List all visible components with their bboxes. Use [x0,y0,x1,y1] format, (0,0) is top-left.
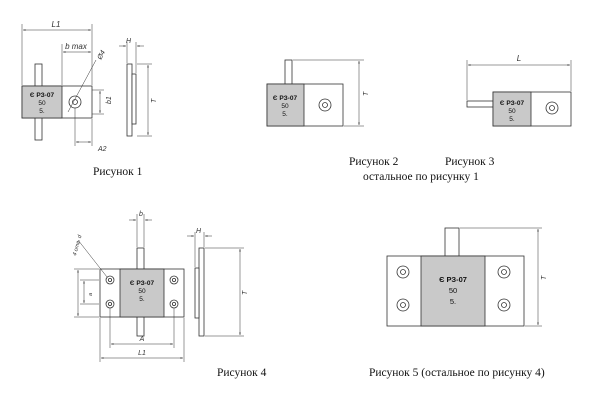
fig2-body [266,83,305,127]
fig4-dim-b: b [139,211,143,218]
fig3-mount-hole [545,101,559,115]
fig3-terminal [466,100,494,108]
fig3-body-label-3: 5. [509,116,515,123]
figure-2-drawing [266,59,364,127]
fig4-body-label-3: 5. [139,296,145,303]
fig3-dim-L: L [517,54,521,63]
fig4-dim-a: a [88,293,94,296]
fig1-body-label-1: Є РЗ-07 [30,92,55,99]
figure-1-caption: Рисунок 1 [93,166,143,178]
fig1-dim-T: T [151,98,158,103]
fig1-side-view [126,63,133,137]
fig4-body-label-1: Є РЗ-07 [130,280,155,287]
fig4-dim-A: A [139,336,145,343]
fig4-dim-H: H [196,228,202,235]
fig5-dim-T: T [541,275,548,280]
figure-3-drawing [466,60,572,127]
fig5-terminal [444,227,460,259]
fig2-mount-hole [318,98,332,112]
fig5-mount-holes [396,265,511,312]
figure-4-drawing [74,214,244,362]
fig1-dim-H: H [126,38,132,45]
fig1-body-label-3: 5. [39,108,45,115]
fig5-body-label-3: 5. [450,297,456,306]
fig1-dim-L1: L1 [52,20,61,29]
fig1-dim-bmax: b max [65,42,88,51]
fig1-dim-A2: A2 [97,146,107,153]
figure-3-caption: Рисунок 3 [445,156,495,168]
figure-1-drawing [21,24,152,146]
fig1-body-label-2: 50 [38,100,46,107]
fig3-body-label-1: Є РЗ-07 [500,100,525,107]
fig5-body-label-2: 50 [449,286,457,295]
figure-2-3-note: остальное по рисунку 1 [363,171,479,183]
fig2-body-label-3: 5. [282,111,288,118]
fig4-dim-holes: 4 отв. d [72,234,84,257]
fig2-terminal [284,59,293,87]
fig1-body [21,85,63,119]
figure-4-caption: Рисунок 4 [217,367,267,379]
fig3-body [492,91,532,127]
figure-2-caption: Рисунок 2 [349,156,399,168]
fig3-body-label-2: 50 [508,108,516,115]
fig4-side-view [198,247,205,337]
fig1-dim-b1: b1 [106,96,113,104]
fig2-body-label-2: 50 [281,103,289,110]
fig4-body-label-2: 50 [138,288,146,295]
figure-5-drawing [386,227,542,327]
fig4-dim-L1: L1 [138,350,146,357]
figure-5-caption: Рисунок 5 (остальное по рисунку 4) [369,367,545,379]
fig5-body [420,255,486,327]
fig2-dim-T: T [363,91,370,96]
fig4-dim-T: T [242,290,249,295]
fig4-body [119,268,165,318]
fig1-dim-d4: Ø4 [96,49,107,62]
fig5-body-label-1: Є РЗ-07 [439,275,467,284]
fig2-body-label-1: Є РЗ-07 [273,95,298,102]
